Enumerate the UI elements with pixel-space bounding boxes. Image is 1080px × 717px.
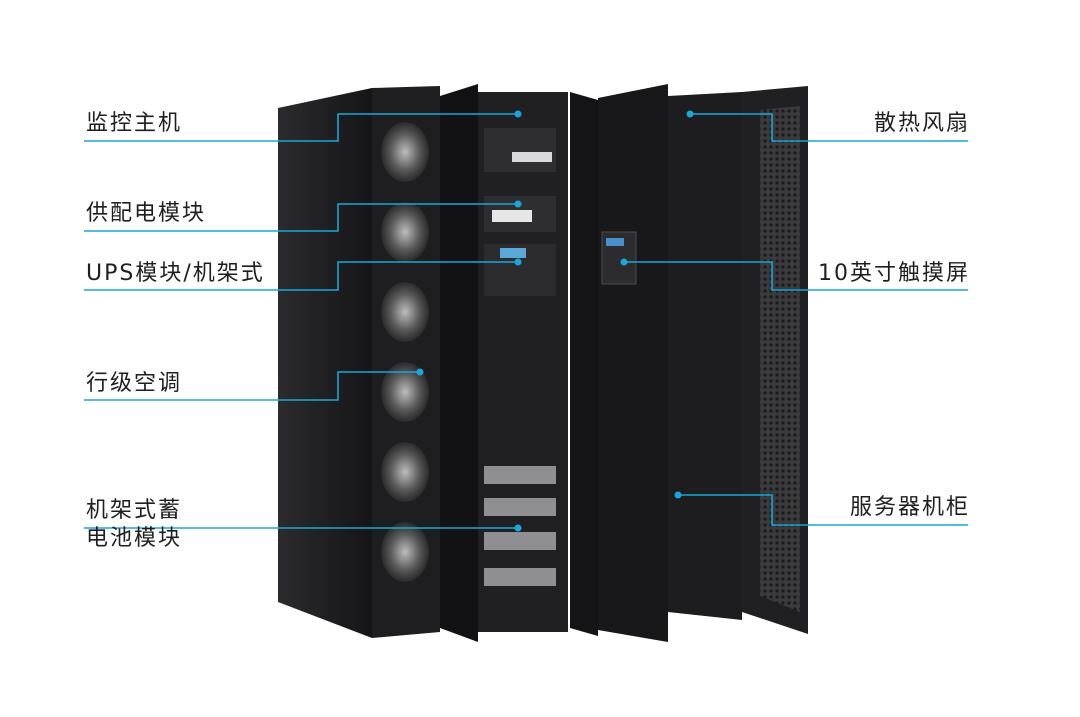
left-open-door [440, 84, 478, 642]
leader-dot-server-cabinet [674, 491, 682, 499]
leader-fan [690, 113, 968, 142]
leader-dot-monitor-host [514, 110, 522, 118]
battery-trays [484, 466, 556, 586]
leader-power-module [84, 203, 518, 232]
fan-6 [381, 522, 429, 582]
leader-dot-ups-module [514, 258, 522, 266]
leader-dot-battery-module [514, 524, 522, 532]
leader-dot-power-module [514, 200, 522, 208]
label-battery-line1: 机架式蓄 [86, 498, 183, 523]
label-ups-module: UPS模块/机架式 [86, 261, 265, 286]
leader-dot-touchscreen [620, 258, 628, 266]
leader-dot-row-ac [416, 368, 424, 376]
leader-dot-fan [686, 110, 694, 118]
fan-5 [381, 442, 429, 502]
fan-1 [381, 122, 429, 182]
leader-row-ac [84, 371, 420, 401]
fan-2 [381, 202, 429, 262]
label-fan: 散热风扇 [873, 111, 970, 136]
ac-fans [381, 122, 429, 582]
monitor-host-unit [484, 128, 556, 172]
label-server-cabinet: 服务器机柜 [849, 495, 970, 520]
fan-3 [381, 282, 429, 342]
label-battery-module: 机架式蓄 电池模块 [86, 497, 182, 553]
leader-touchscreen [624, 261, 968, 291]
label-monitor-host: 监控主机 [86, 111, 183, 136]
leader-ups-module [84, 261, 518, 291]
label-battery-line2: 电池模块 [86, 526, 183, 551]
leader-server-cabinet [678, 494, 968, 526]
label-row-ac: 行级空调 [86, 371, 183, 396]
touchscreen-door [598, 84, 668, 642]
fan-4 [381, 362, 429, 422]
cabinet-side-panel [278, 88, 372, 638]
server-cabinet-body [668, 92, 742, 620]
middle-door [570, 92, 598, 636]
leader-monitor-host [84, 113, 518, 142]
label-power-module: 供配电模块 [86, 201, 207, 226]
label-touchscreen: 10英寸触摸屏 [818, 261, 970, 286]
